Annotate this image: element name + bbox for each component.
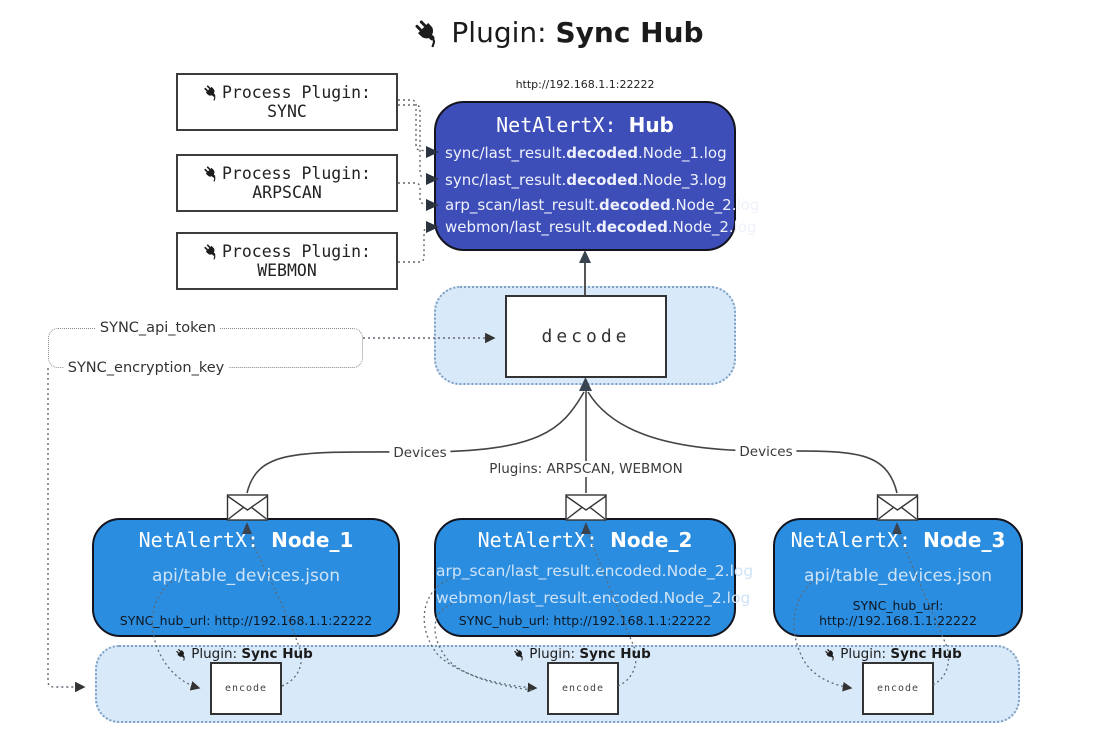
encoder-plugin-label: Plugin: Sync Hub	[824, 646, 962, 662]
setting-api-token: SYNC_api_token	[95, 320, 221, 336]
edge-label-devices-right: Devices	[735, 444, 797, 460]
process-plugin-label: Process Plugin:	[221, 242, 371, 261]
process-plugin-box-webmon: Process Plugin: WEBMON	[176, 232, 398, 290]
hub-node: NetAlertX: Hub sync/last_result.decoded.…	[434, 101, 760, 251]
plug-icon	[413, 18, 443, 48]
node-hub-url: SYNC_hub_url: http://192.168.1.1:22222	[119, 613, 373, 628]
process-plugin-name: SYNC	[267, 102, 307, 121]
edge-label-devices-left: Devices	[389, 445, 451, 461]
node-file-line: arp_scan/last_result.encoded.Node_2.log	[436, 562, 754, 580]
plug-icon	[175, 648, 188, 661]
process-plugin-label: Process Plugin:	[221, 164, 371, 183]
encoder-plugin-label: Plugin: Sync Hub	[513, 646, 651, 662]
encode-box-1: encode	[210, 662, 282, 715]
node-3-box: NetAlertX: Node_3 api/table_devices.json…	[773, 518, 1023, 637]
hub-url-label: http://192.168.1.1:22222	[511, 78, 659, 91]
node-2-box: NetAlertX: Node_2 arp_scan/last_result.e…	[434, 518, 754, 637]
node-to-decode-curves	[246, 391, 898, 494]
decode-box: decode	[505, 295, 667, 378]
setting-encryption-key: SYNC_encryption_key	[63, 360, 229, 376]
hub-file-line: arp_scan/last_result.decoded.Node_2.log	[445, 196, 760, 214]
node-1-box: NetAlertX: Node_1 api/table_devices.json…	[92, 518, 400, 637]
plug-icon	[203, 243, 220, 260]
hub-title-name: Hub	[628, 113, 674, 137]
page-title-prefix: Plugin:	[451, 16, 556, 49]
edge-label-plugins: Plugins: ARPSCAN, WEBMON	[485, 461, 687, 477]
encode-box-2: encode	[547, 662, 619, 715]
process-plugin-label: Process Plugin:	[221, 83, 371, 102]
node-file-line: webmon/last_result.encoded.Node_2.log	[436, 589, 751, 607]
node-file-line: api/table_devices.json	[151, 566, 341, 586]
hub-file-line: sync/last_result.decoded.Node_3.log	[445, 171, 727, 189]
node-file-line: api/table_devices.json	[803, 566, 993, 586]
encoder-plugin-label: Plugin: Sync Hub	[175, 646, 313, 662]
plug-icon	[203, 84, 220, 101]
process-plugin-box-arpscan: Process Plugin: ARPSCAN	[176, 154, 398, 212]
hub-file-line: sync/last_result.decoded.Node_1.log	[445, 144, 727, 162]
plug-icon	[513, 648, 526, 661]
process-plugin-name: WEBMON	[257, 261, 317, 280]
process-plugin-box-sync: Process Plugin: SYNC	[176, 73, 398, 131]
page-title: Plugin: Sync Hub	[0, 16, 1117, 49]
plug-icon	[824, 648, 837, 661]
plugin-to-hub-connectors	[398, 99, 427, 263]
encode-box-3: encode	[862, 662, 934, 715]
plug-icon	[203, 165, 220, 182]
hub-title-prefix: NetAlertX:	[496, 113, 629, 137]
node-hub-url: SYNC_hub_url: http://192.168.1.1:22222	[458, 613, 712, 628]
node-hub-url: SYNC_hub_url: http://192.168.1.1:22222	[819, 598, 977, 628]
envelope-icon	[226, 494, 919, 521]
process-plugin-name: ARPSCAN	[252, 183, 322, 202]
page-title-name: Sync Hub	[555, 16, 704, 49]
hub-file-line: webmon/last_result.decoded.Node_2.log	[445, 218, 757, 236]
